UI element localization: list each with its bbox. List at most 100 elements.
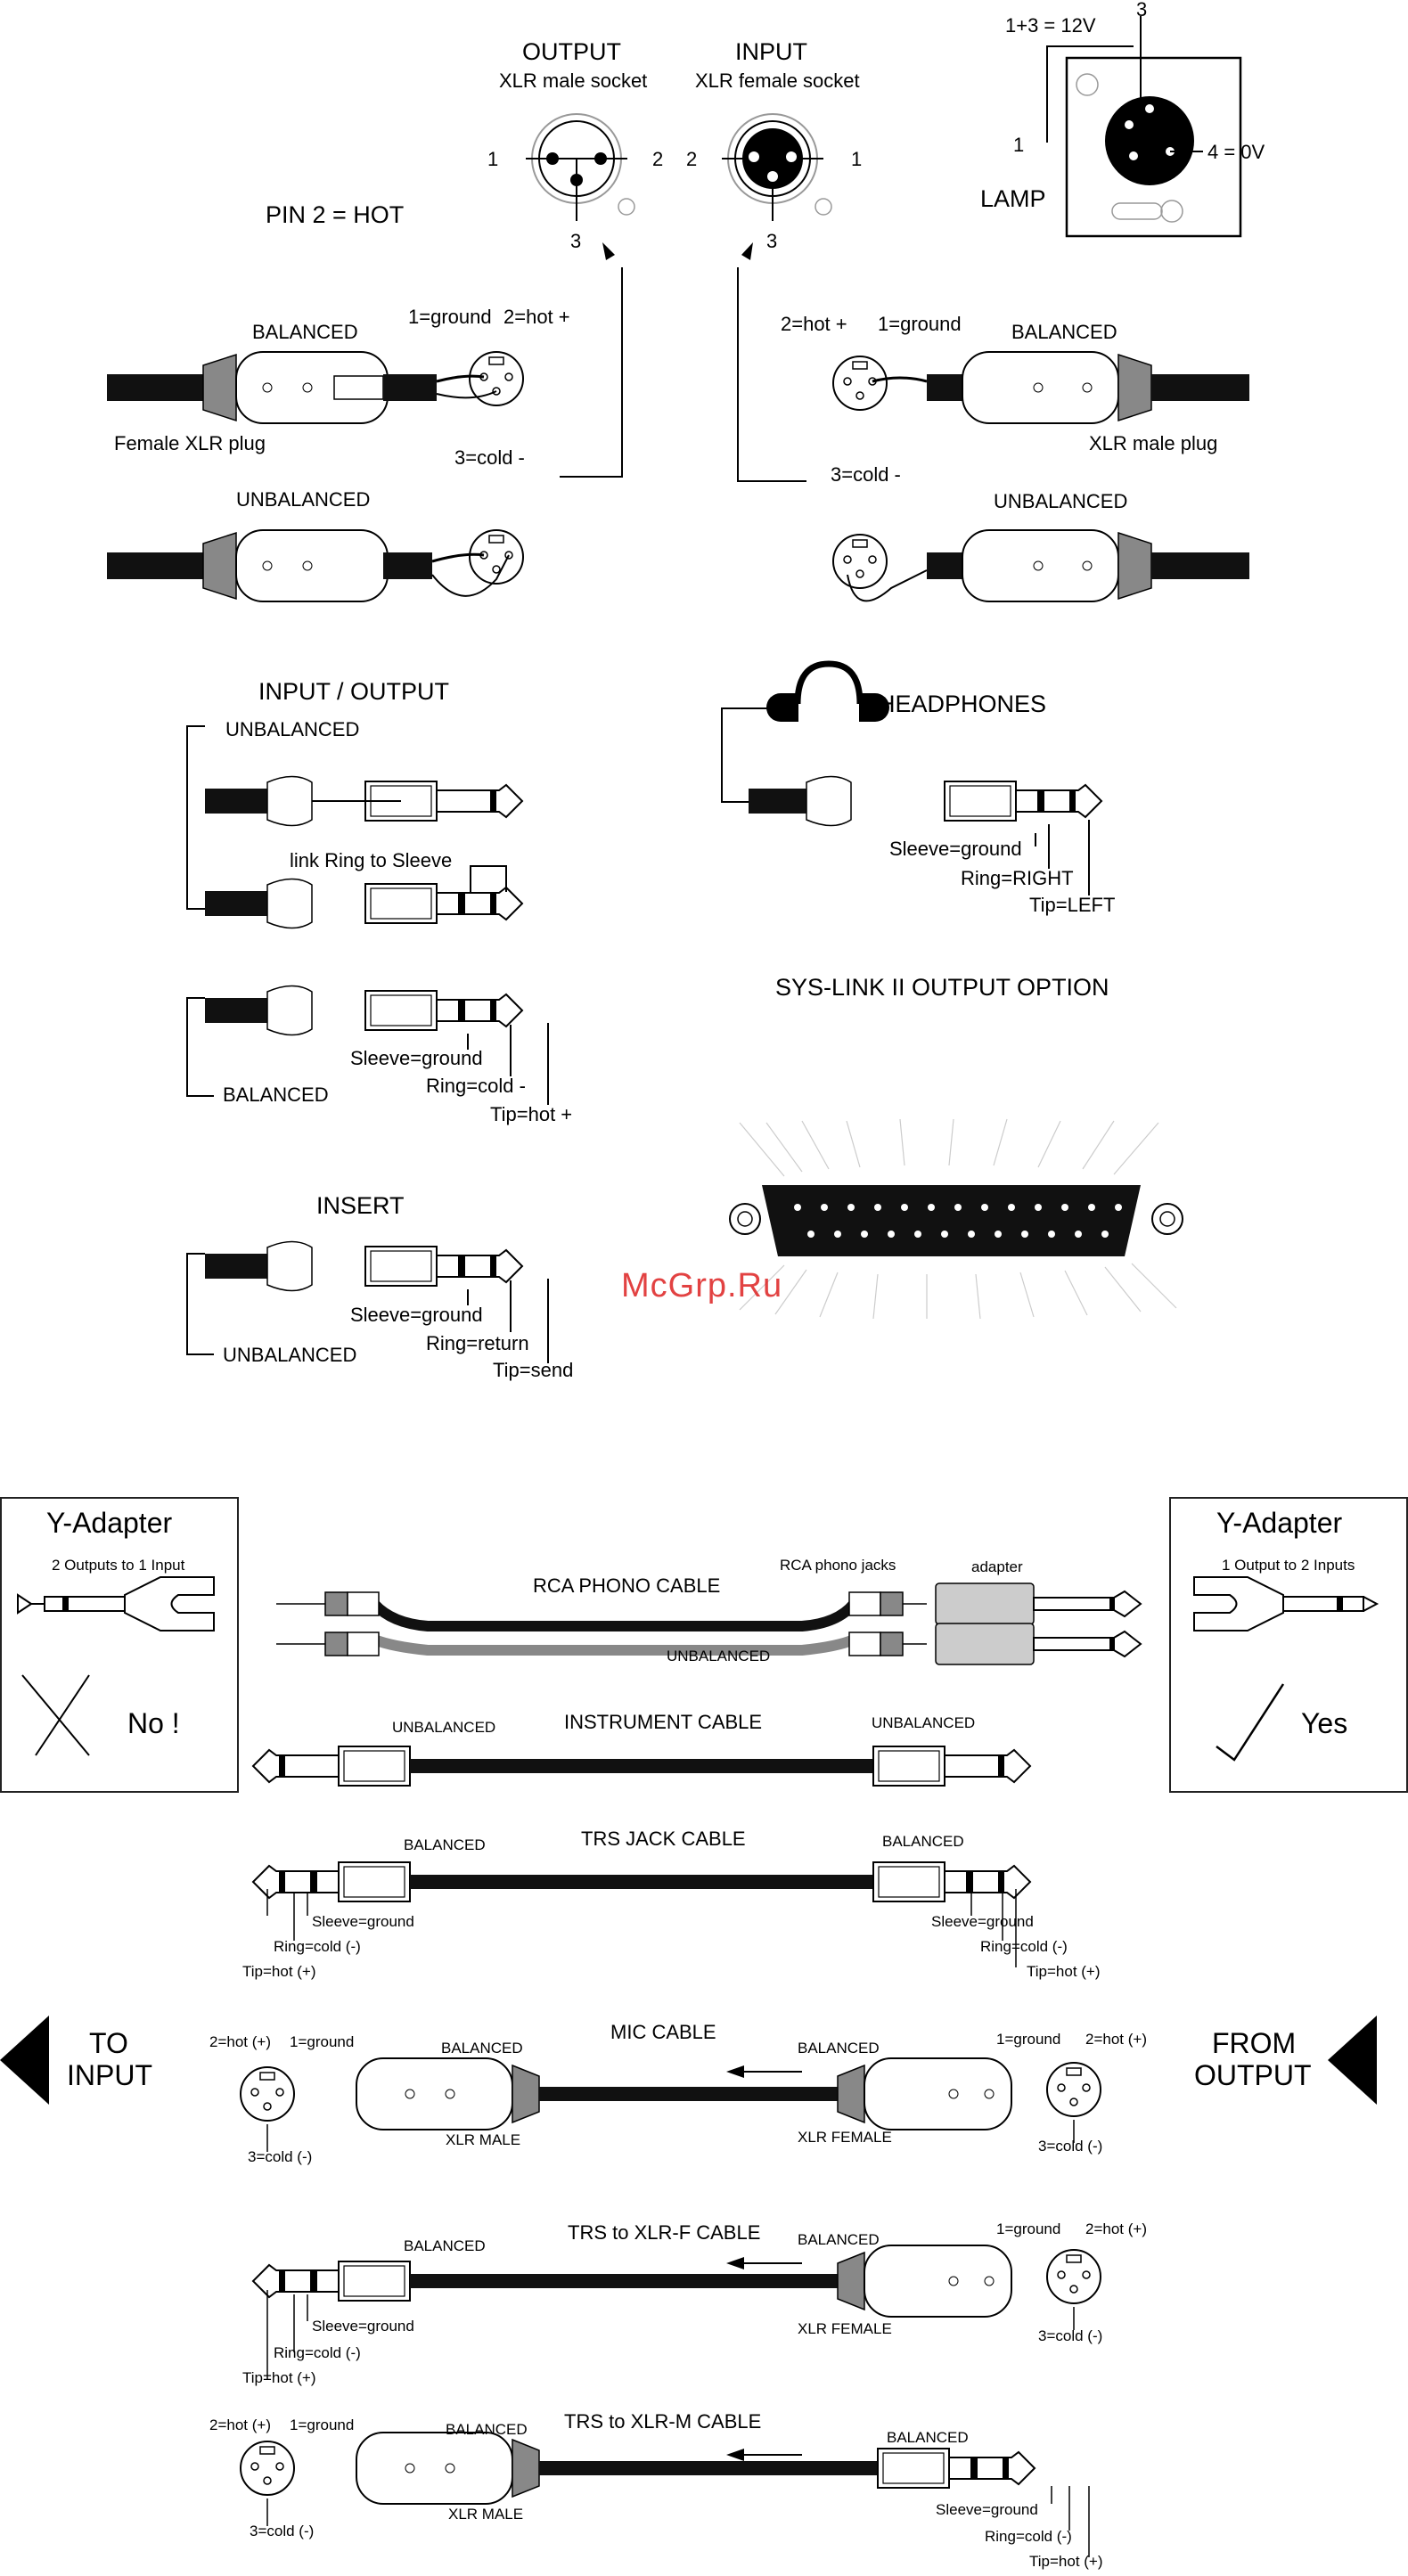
inst-left-unbalanced: UNBALANCED <box>392 1719 496 1736</box>
input-subtitle: XLR female socket <box>695 70 860 92</box>
input-title: INPUT <box>735 38 807 65</box>
headphones-icon <box>721 660 889 803</box>
trs-left-sleeve: Sleeve=ground <box>312 1913 414 1930</box>
output-pin1: 1 <box>487 148 499 170</box>
trs-xlrf-ground: 1=ground <box>996 2220 1061 2237</box>
io-sleeve-ground: Sleeve=ground <box>350 1047 483 1069</box>
instrument-title: INSTRUMENT CABLE <box>564 1711 763 1733</box>
female-xlr-plug-balanced <box>107 351 524 424</box>
io-unbalanced-label: UNBALANCED <box>225 718 360 740</box>
trs-right-sleeve: Sleeve=ground <box>931 1913 1034 1930</box>
female-ground-label: 1=ground <box>408 306 492 328</box>
trs-xlrf-sleeve: Sleeve=ground <box>312 2318 414 2335</box>
male-cold-label: 3=cold - <box>831 463 901 486</box>
male-ground-label: 1=ground <box>878 313 962 335</box>
pin2-hot-label: PIN 2 = HOT <box>266 201 405 228</box>
trs-xlrf-cold: 3=cold (-) <box>1038 2327 1103 2344</box>
y-right-subtitle: 1 Output to 2 Inputs <box>1222 1557 1355 1574</box>
female-hot-label: 2=hot + <box>503 306 570 328</box>
y-adapter-right-art <box>1193 1576 1379 1762</box>
instrument-cable-art <box>252 1746 1031 1787</box>
female-balanced-label: BALANCED <box>252 321 358 343</box>
output-pin2: 2 <box>652 148 664 170</box>
to-input-line2: INPUT <box>67 2059 152 2091</box>
mic-left-hot: 2=hot (+) <box>209 2033 271 2050</box>
io-balanced-label: BALANCED <box>223 1084 329 1106</box>
to-input-line1: TO <box>89 2027 128 2059</box>
headphones-title: HEADPHONES <box>878 691 1047 717</box>
hp-tip-left: Tip=LEFT <box>1029 894 1116 916</box>
trs-xlrf-cable-art <box>252 2245 1101 2379</box>
watermark: McGrp.Ru <box>621 1267 783 1304</box>
lamp-0v-label: 4 = 0V <box>1207 141 1265 163</box>
output-pin3: 3 <box>570 230 582 252</box>
mic-right-ground: 1=ground <box>996 2031 1061 2048</box>
lamp-pin3-label: 3 <box>1136 0 1148 20</box>
trs-xlrm-title: TRS to XLR-M CABLE <box>564 2410 762 2433</box>
trs-xlrf-right-balanced: BALANCED <box>798 2231 880 2248</box>
syslink-title: SYS-LINK II OUTPUT OPTION <box>775 974 1109 1001</box>
trs-left-tip: Tip=hot (+) <box>242 1963 316 1980</box>
rca-unbalanced-label: UNBALANCED <box>667 1648 771 1664</box>
trs-xlrm-hot: 2=hot (+) <box>209 2417 271 2433</box>
input-pin3: 3 <box>766 230 778 252</box>
male-unbalanced-label: UNBALANCED <box>994 490 1128 512</box>
output-socket <box>526 113 635 221</box>
trs-xlrm-cable-art <box>240 2432 1090 2557</box>
mic-left-ground: 1=ground <box>290 2033 355 2050</box>
y-left-verdict: No ! <box>127 1707 180 1739</box>
syslink-connector <box>729 1118 1183 1320</box>
male-xlr-plug-balanced <box>832 351 1249 424</box>
from-output-line1: FROM <box>1212 2027 1297 2059</box>
hp-sleeve-ground: Sleeve=ground <box>889 838 1022 860</box>
to-input-arrow-icon <box>0 2016 49 2105</box>
insert-jack <box>186 1240 549 1363</box>
trs-left-ring: Ring=cold (-) <box>274 1938 361 1955</box>
male-hot-label: 2=hot + <box>781 313 847 335</box>
y-left-subtitle: 2 Outputs to 1 Input <box>52 1557 185 1574</box>
io-title: INPUT / OUTPUT <box>258 678 450 705</box>
from-output-arrow-icon <box>1328 2016 1377 2105</box>
io-tip-hot: Tip=hot + <box>490 1103 573 1125</box>
rca-title: RCA PHONO CABLE <box>533 1574 721 1597</box>
output-subtitle: XLR male socket <box>499 70 648 92</box>
insert-ring-return: Ring=return <box>426 1332 529 1354</box>
rca-jacks-label: RCA phono jacks <box>780 1557 896 1574</box>
insert-tip-send: Tip=send <box>493 1359 574 1381</box>
mic-xlr-female: XLR FEMALE <box>798 2129 892 2146</box>
insert-title: INSERT <box>316 1192 405 1219</box>
male-xlr-plug-unbalanced <box>832 529 1249 602</box>
link-ring-sleeve-label: link Ring to Sleeve <box>290 849 453 871</box>
trs-xlrf-left-balanced: BALANCED <box>404 2237 486 2254</box>
trs-xlrf-xlr-female: XLR FEMALE <box>798 2320 892 2337</box>
trs-xlrm-sleeve: Sleeve=ground <box>936 2501 1038 2518</box>
trs-xlrm-ground: 1=ground <box>290 2417 355 2433</box>
y-right-verdict: Yes <box>1301 1707 1348 1739</box>
male-balanced-label: BALANCED <box>1011 321 1117 343</box>
mic-left-cold: 3=cold (-) <box>248 2148 313 2165</box>
female-cold-label: 3=cold - <box>454 446 525 469</box>
trs-xlrf-ring: Ring=cold (-) <box>274 2344 361 2361</box>
from-output-line2: OUTPUT <box>1194 2059 1312 2091</box>
trs-xlrm-right-balanced: BALANCED <box>887 2429 969 2446</box>
y-adapter-left-art <box>17 1576 215 1756</box>
lamp-label: LAMP <box>980 185 1046 212</box>
mic-cable-art <box>240 2057 1101 2152</box>
adapter-label: adapter <box>971 1558 1023 1575</box>
input-pin2: 2 <box>686 148 698 170</box>
input-pin1: 1 <box>851 148 863 170</box>
inst-right-unbalanced: UNBALANCED <box>872 1714 976 1731</box>
lamp-socket <box>1046 16 1242 238</box>
trs-xlrf-hot: 2=hot (+) <box>1085 2220 1147 2237</box>
trs-xlrf-title: TRS to XLR-F CABLE <box>568 2221 761 2244</box>
lamp-pin1-label: 1 <box>1013 134 1025 156</box>
trs-xlrf-tip: Tip=hot (+) <box>242 2369 316 2386</box>
rca-cable-art <box>276 1582 1142 1665</box>
mic-title: MIC CABLE <box>610 2021 716 2043</box>
trs-right-ring: Ring=cold (-) <box>980 1938 1068 1955</box>
y-adapter-left-box <box>0 1497 239 1793</box>
output-title: OUTPUT <box>522 38 621 65</box>
headphones-jack <box>749 775 1102 895</box>
io-ring-cold: Ring=cold - <box>426 1075 526 1097</box>
mic-right-balanced: BALANCED <box>798 2040 880 2057</box>
